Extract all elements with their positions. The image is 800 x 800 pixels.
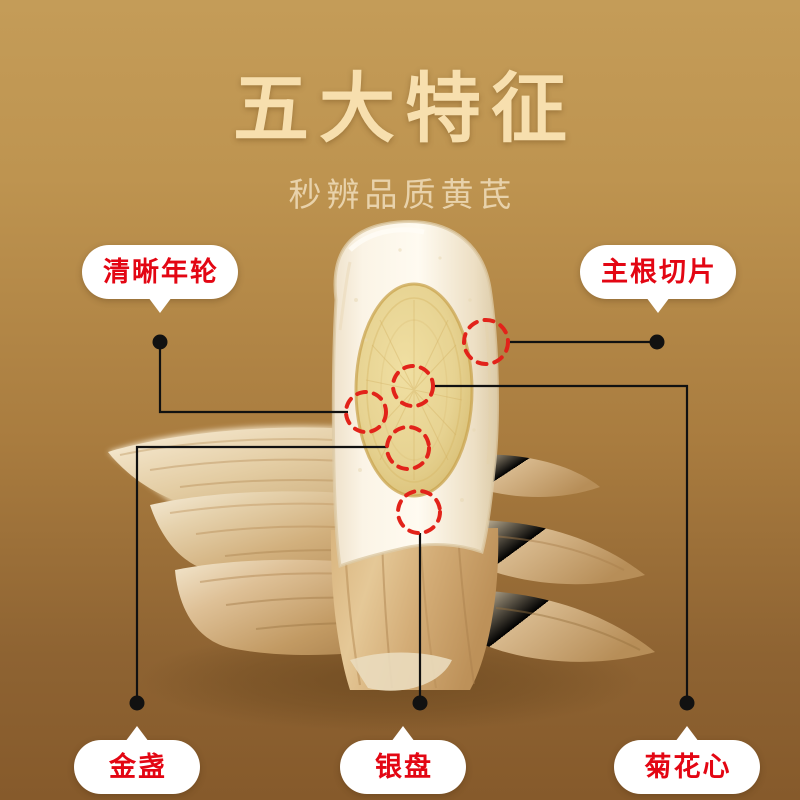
marker-ju-hua <box>391 364 435 408</box>
callout-ju-hua-xin[interactable]: 菊花心 <box>614 726 760 794</box>
callout-label: 金盏 <box>109 751 167 782</box>
callout-zhu-gen-qie-pian[interactable]: 主根切片 <box>580 245 736 313</box>
marker-yin-pan <box>396 489 442 535</box>
connector-dot <box>129 695 145 711</box>
callout-jin-zhan[interactable]: 金盏 <box>74 726 200 794</box>
connector-dot <box>649 334 665 350</box>
callout-label: 菊花心 <box>644 751 732 782</box>
callout-qing-xi-nian-lun[interactable]: 清晰年轮 <box>82 245 238 313</box>
callout-label: 清晰年轮 <box>103 256 219 287</box>
marker-nian-lun <box>344 390 388 434</box>
connector-jin-zhan <box>135 445 388 703</box>
marker-jin-zhan <box>385 425 431 471</box>
pointer-triangle-icon <box>646 297 670 313</box>
callout-label: 主根切片 <box>601 256 717 287</box>
pointer-triangle-icon <box>391 726 415 742</box>
pointer-triangle-icon <box>125 726 149 742</box>
pointer-triangle-icon <box>148 297 172 313</box>
page-title: 五大特征 <box>233 68 577 152</box>
heading-block: 五大特征 秒辨品质黄芪 <box>0 72 800 216</box>
pointer-triangle-icon <box>675 726 699 742</box>
marker-zhu-gen <box>462 318 510 366</box>
page-subtitle: 秒辨品质黄芪 <box>288 178 517 214</box>
connector-dot <box>679 695 695 711</box>
connector-qing-xi-nian-lun <box>158 342 348 414</box>
connector-dot <box>152 334 168 350</box>
callout-label: 银盘 <box>375 751 433 782</box>
connector-ju-hua-xin <box>433 384 689 703</box>
connector-dot <box>412 695 428 711</box>
callout-yin-pan[interactable]: 银盘 <box>340 726 466 794</box>
